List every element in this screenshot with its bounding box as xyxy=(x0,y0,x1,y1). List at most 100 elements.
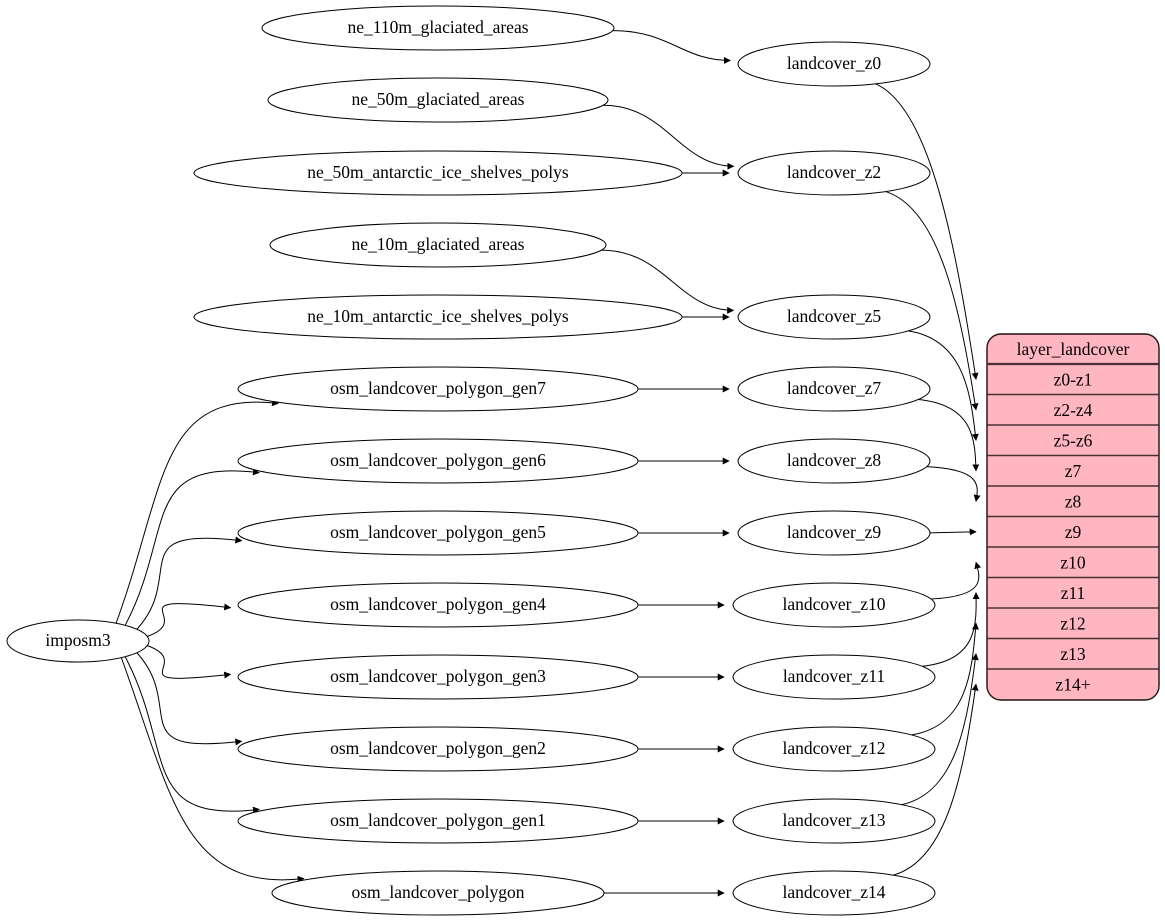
edge-landcover_z8-to-z8 xyxy=(926,466,981,502)
table-row-z11[interactable]: z11 xyxy=(987,576,1159,609)
edge-ne_110m_glaciated_areas-to-landcover_z0 xyxy=(612,30,731,64)
edge-landcover_z14-to-z14+ xyxy=(893,683,979,876)
node-label-osm_landcover_polygon_gen1: osm_landcover_polygon_gen1 xyxy=(330,810,546,830)
node-osm_landcover_polygon_gen1[interactable]: osm_landcover_polygon_gen1 xyxy=(237,798,639,844)
node-landcover_z5[interactable]: landcover_z5 xyxy=(737,294,931,340)
node-osm_landcover_polygon_gen5[interactable]: osm_landcover_polygon_gen5 xyxy=(237,510,639,556)
node-label-landcover_z5: landcover_z5 xyxy=(787,306,882,326)
table-row-label-z10: z10 xyxy=(1060,552,1086,572)
node-shape-osm_landcover_polygon_gen4 xyxy=(237,582,639,628)
node-landcover_z11[interactable]: landcover_z11 xyxy=(732,654,936,700)
node-landcover_z7[interactable]: landcover_z7 xyxy=(737,366,931,412)
node-shape-osm_landcover_polygon_gen5 xyxy=(237,510,639,556)
node-osm_landcover_polygon_gen6[interactable]: osm_landcover_polygon_gen6 xyxy=(237,438,639,484)
node-landcover_z10[interactable]: landcover_z10 xyxy=(732,582,936,628)
edge-imposm3-to-osm_landcover_polygon_gen4 xyxy=(147,603,232,637)
node-landcover_z0[interactable]: landcover_z0 xyxy=(737,41,931,87)
node-ne_10m_antarctic_ice_shelves_polys[interactable]: ne_10m_antarctic_ice_shelves_polys xyxy=(193,294,683,340)
edge-imposm3-to-osm_landcover_polygon_gen5 xyxy=(136,536,243,630)
node-landcover_z12[interactable]: landcover_z12 xyxy=(732,726,936,772)
table-row-label-z13: z13 xyxy=(1060,644,1086,664)
table-row-label-z14+: z14+ xyxy=(1055,674,1090,694)
node-label-landcover_z8: landcover_z8 xyxy=(787,450,882,470)
table-row-label-z8: z8 xyxy=(1065,491,1082,511)
node-ne_50m_glaciated_areas[interactable]: ne_50m_glaciated_areas xyxy=(267,77,609,123)
node-label-ne_10m_glaciated_areas: ne_10m_glaciated_areas xyxy=(352,234,525,254)
node-shape-osm_landcover_polygon xyxy=(271,870,605,916)
table-row-z10[interactable]: z10 xyxy=(987,546,1159,578)
node-landcover_z14[interactable]: landcover_z14 xyxy=(732,870,936,916)
node-osm_landcover_polygon[interactable]: osm_landcover_polygon xyxy=(271,870,605,916)
node-osm_landcover_polygon_gen7[interactable]: osm_landcover_polygon_gen7 xyxy=(237,366,639,412)
table-row-z13[interactable]: z13 xyxy=(987,637,1159,670)
table-row-label-z11: z11 xyxy=(1061,583,1086,603)
table-row-z5-z6[interactable]: z5-z6 xyxy=(987,424,1159,456)
node-shape-landcover_z2 xyxy=(737,150,931,196)
node-label-landcover_z7: landcover_z7 xyxy=(787,378,882,398)
node-label-osm_landcover_polygon_gen4: osm_landcover_polygon_gen4 xyxy=(330,594,546,614)
table-row-label-z9: z9 xyxy=(1065,522,1082,542)
edge-landcover_z11-to-z11 xyxy=(922,592,980,667)
node-shape-osm_landcover_polygon_gen2 xyxy=(237,726,639,772)
node-label-osm_landcover_polygon_gen2: osm_landcover_polygon_gen2 xyxy=(330,738,546,758)
node-osm_landcover_polygon_gen3[interactable]: osm_landcover_polygon_gen3 xyxy=(237,654,639,700)
node-label-osm_landcover_polygon_gen7: osm_landcover_polygon_gen7 xyxy=(330,378,546,398)
node-label-osm_landcover_polygon_gen3: osm_landcover_polygon_gen3 xyxy=(330,666,546,686)
edge-landcover_z5-to-z5-z6 xyxy=(908,330,979,441)
node-label-ne_50m_antarctic_ice_shelves_polys: ne_50m_antarctic_ice_shelves_polys xyxy=(307,162,569,182)
edge-imposm3-to-osm_landcover_polygon_gen2 xyxy=(136,652,243,746)
table-row-z8[interactable]: z8 xyxy=(987,485,1159,517)
edge-landcover_z13-to-z13 xyxy=(901,653,979,806)
table-row-z14+[interactable]: z14+ xyxy=(987,668,1159,700)
edge-landcover_z0-to-z0-z1 xyxy=(875,83,979,380)
node-ne_50m_antarctic_ice_shelves_polys[interactable]: ne_50m_antarctic_ice_shelves_polys xyxy=(193,150,683,196)
node-label-imposm3: imposm3 xyxy=(45,630,110,650)
table-row-label-z7: z7 xyxy=(1065,461,1082,481)
node-shape-osm_landcover_polygon_gen3 xyxy=(237,654,639,700)
node-ne_110m_glaciated_areas[interactable]: ne_110m_glaciated_areas xyxy=(261,5,615,51)
node-ne_10m_glaciated_areas[interactable]: ne_10m_glaciated_areas xyxy=(269,222,607,268)
edge-landcover_z2-to-z2-z4 xyxy=(885,191,979,411)
node-shape-ne_50m_glaciated_areas xyxy=(267,77,609,123)
node-landcover_z9[interactable]: landcover_z9 xyxy=(737,510,931,556)
table-title: layer_landcover xyxy=(1017,339,1130,359)
node-shape-landcover_z8 xyxy=(737,438,931,484)
table-row-label-z12: z12 xyxy=(1060,613,1085,633)
node-shape-landcover_z5 xyxy=(737,294,931,340)
table-row-z2-z4[interactable]: z2-z4 xyxy=(987,393,1159,426)
edge-landcover_z9-to-z9 xyxy=(929,528,977,536)
node-label-osm_landcover_polygon: osm_landcover_polygon xyxy=(351,882,524,902)
nodes-layer: imposm3 ne_110m_glaciated_areas ne_50m_gla… xyxy=(6,5,936,916)
table-row-z0-z1[interactable]: z0-z1 xyxy=(987,364,1159,395)
edges-layer xyxy=(115,30,982,897)
edge-ne_50m_glaciated_areas-to-landcover_z2 xyxy=(603,104,735,170)
table-row-label-z5-z6: z5-z6 xyxy=(1054,430,1093,450)
edge-imposm3-to-osm_landcover_polygon_gen6 xyxy=(124,468,260,626)
node-label-osm_landcover_polygon_gen5: osm_landcover_polygon_gen5 xyxy=(330,522,546,542)
node-landcover_z2[interactable]: landcover_z2 xyxy=(737,150,931,196)
node-shape-ne_10m_glaciated_areas xyxy=(269,222,607,268)
node-shape-ne_50m_antarctic_ice_shelves_polys xyxy=(193,150,683,196)
node-label-landcover_z14: landcover_z14 xyxy=(782,882,885,902)
edge-imposm3-to-osm_landcover_polygon_gen7 xyxy=(115,399,279,624)
node-landcover_z8[interactable]: landcover_z8 xyxy=(737,438,931,484)
table-row-z7[interactable]: z7 xyxy=(987,454,1159,487)
node-osm_landcover_polygon_gen4[interactable]: osm_landcover_polygon_gen4 xyxy=(237,582,639,628)
table-row-label-z0-z1: z0-z1 xyxy=(1054,369,1093,389)
node-imposm3[interactable]: imposm3 xyxy=(6,619,150,663)
node-shape-landcover_z14 xyxy=(732,870,936,916)
table-outline xyxy=(986,333,1160,701)
node-shape-landcover_z9 xyxy=(737,510,931,556)
edge-landcover_z7-to-z7 xyxy=(918,398,980,472)
table-row-z9[interactable]: z9 xyxy=(987,515,1159,548)
node-shape-landcover_z11 xyxy=(732,654,936,700)
table-row-z12[interactable]: z12 xyxy=(987,607,1159,639)
node-osm_landcover_polygon_gen2[interactable]: osm_landcover_polygon_gen2 xyxy=(237,726,639,772)
edge-imposm3-to-osm_landcover_polygon xyxy=(120,657,305,883)
edge-ne_10m_glaciated_areas-to-landcover_z5 xyxy=(601,249,735,314)
node-landcover_z13[interactable]: landcover_z13 xyxy=(732,798,936,844)
node-shape-ne_110m_glaciated_areas xyxy=(261,5,615,51)
node-label-landcover_z9: landcover_z9 xyxy=(787,522,882,542)
edge-imposm3-to-osm_landcover_polygon_gen3 xyxy=(147,645,232,679)
